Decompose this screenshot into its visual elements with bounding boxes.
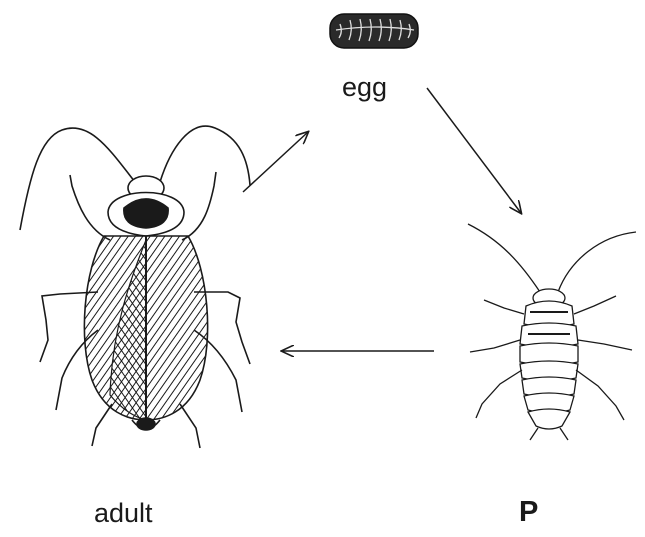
- egg-case-image: [330, 14, 418, 48]
- adult-cockroach-image: [20, 126, 250, 448]
- nymph-cockroach-image: [468, 224, 636, 440]
- adult-label: adult: [94, 498, 153, 529]
- arrow-egg-to-p: [427, 88, 521, 213]
- arrow-adult-to-egg: [243, 132, 308, 192]
- stage-p-label: P: [519, 496, 538, 529]
- egg-label: egg: [342, 72, 387, 103]
